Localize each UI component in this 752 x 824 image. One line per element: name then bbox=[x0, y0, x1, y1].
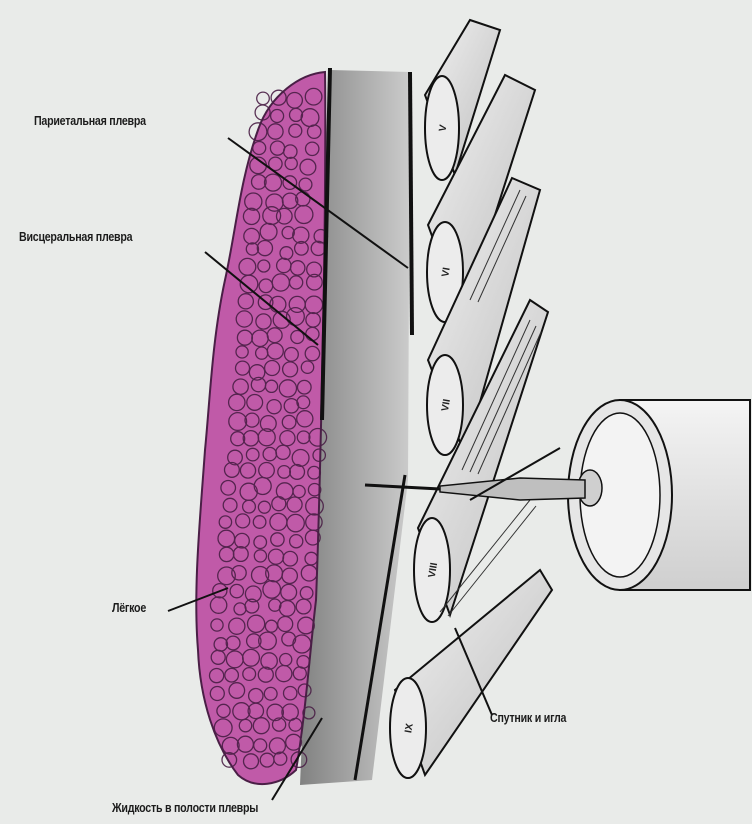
visceral-pleura-label: Висцеральная плевра bbox=[19, 229, 132, 244]
lung-label: Лёгкое bbox=[112, 600, 146, 615]
parietal-pleura-label: Париетальная плевра bbox=[34, 113, 146, 128]
alveolus bbox=[257, 92, 270, 105]
rib bbox=[390, 570, 552, 778]
lung-tissue bbox=[196, 72, 327, 784]
syringe bbox=[568, 400, 750, 590]
rib-label: VII bbox=[440, 398, 453, 412]
fluid-label: Жидкость в полости плевры bbox=[112, 800, 258, 815]
needle-label: Спутник и игла bbox=[490, 710, 566, 725]
parietal-pleura-line bbox=[410, 72, 412, 335]
